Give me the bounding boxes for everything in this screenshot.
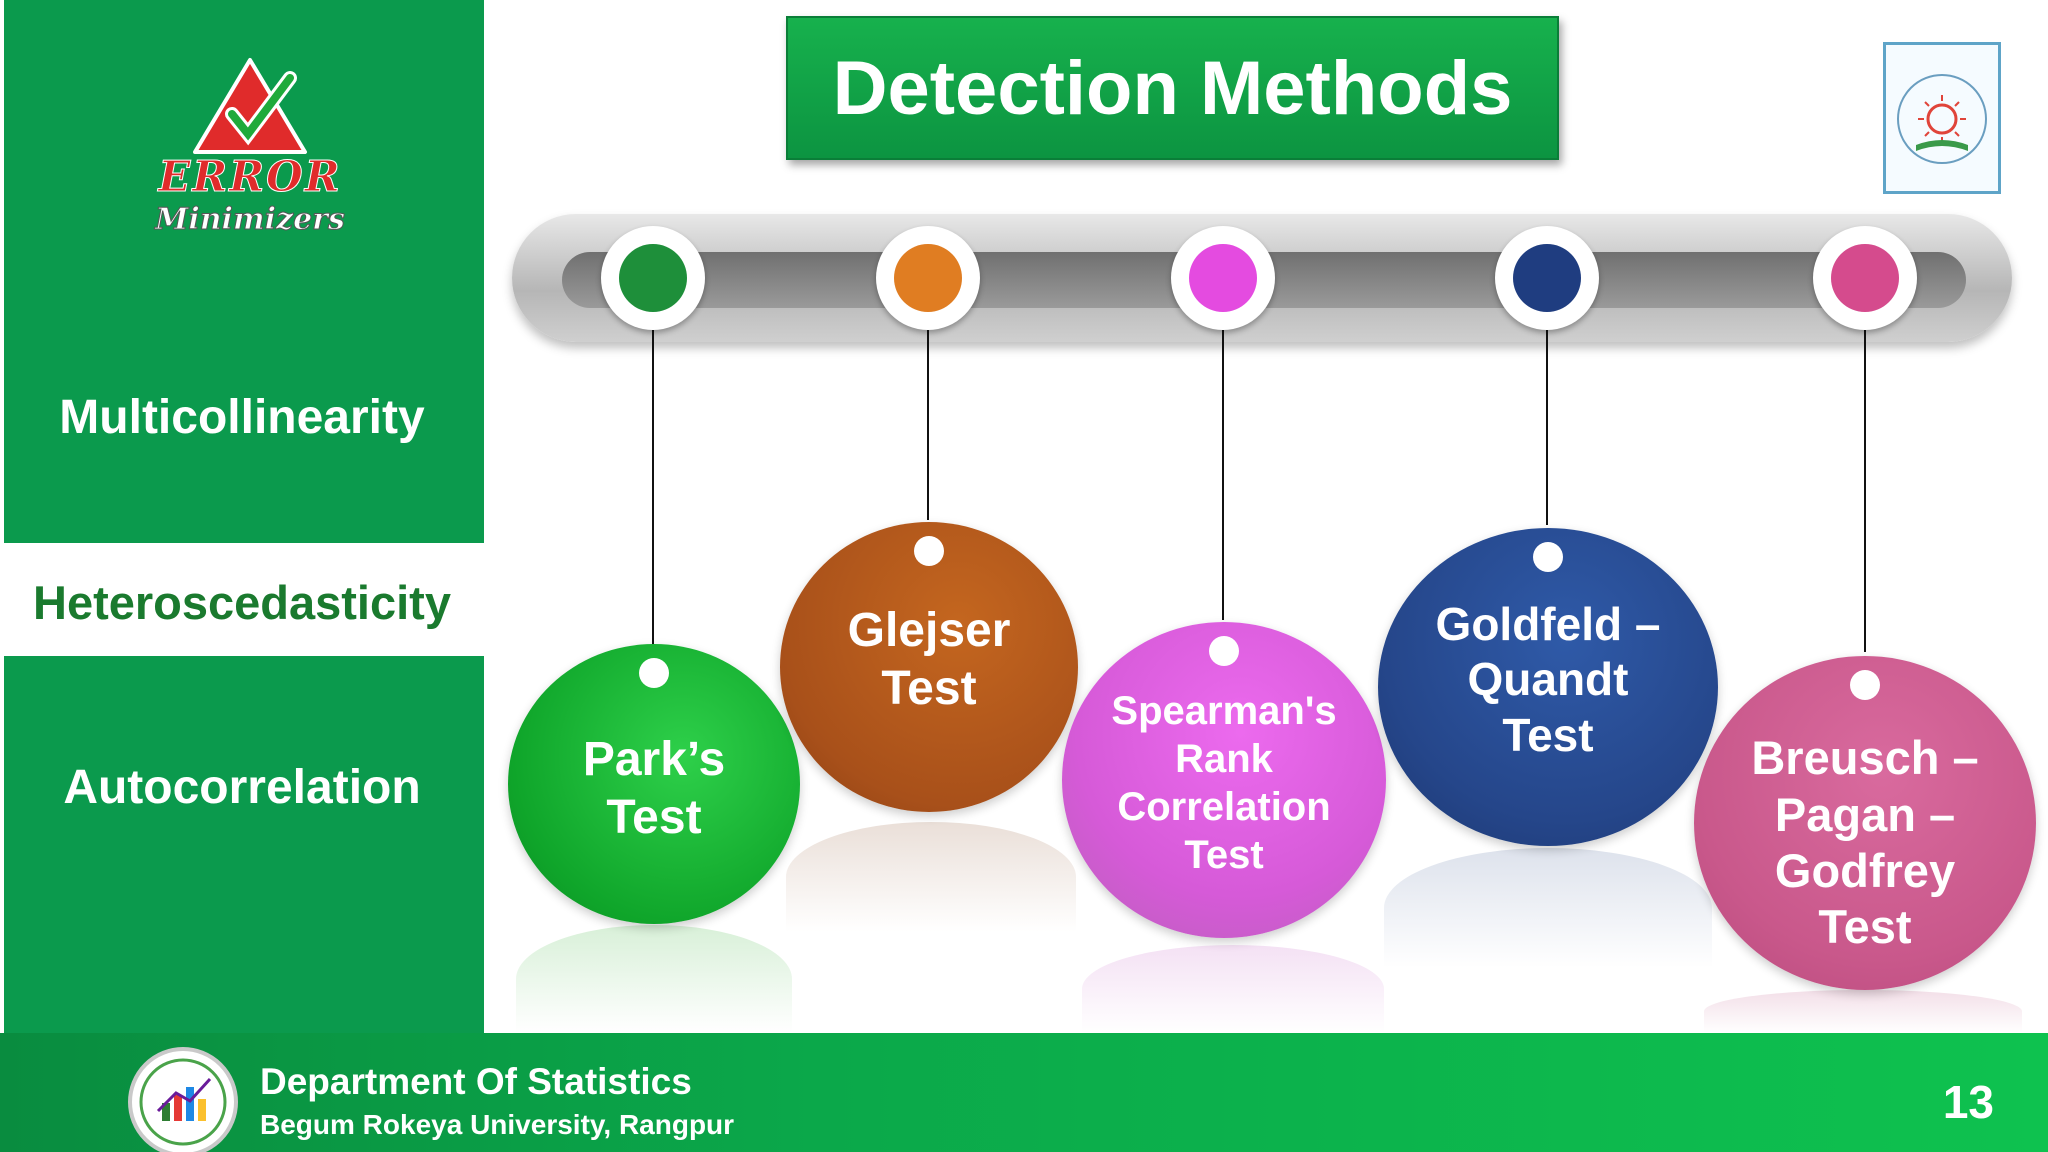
knob-dot-2 [894,244,962,312]
bubble-hole [639,658,669,688]
method-label: Spearman's Rank Correlation Test [1111,689,1337,877]
reflection-3 [1082,945,1384,1033]
bar-chart-emblem-icon [139,1058,227,1146]
sidebar-item-multicollinearity[interactable]: Multicollinearity [59,391,425,444]
knob-dot-4 [1513,244,1581,312]
bubble-hole [914,536,944,566]
bubble-hole [1209,636,1239,666]
department-logo [128,1047,238,1152]
method-label: Goldfeld – Quandt Test [1435,598,1661,761]
knob-dot-3 [1189,244,1257,312]
page-number: 13 [1942,1076,1994,1128]
footer-university: Begum Rokeya University, Rangpur [260,1109,735,1140]
footer-department: Department Of Statistics [260,1061,692,1102]
timeline-knob-5 [1813,226,1917,330]
method-bubble-breusch-pagan-godfrey-test[interactable]: Breusch – Pagan – Godfrey Test [1694,656,2036,990]
method-label: Breusch – Pagan – Godfrey Test [1751,731,1979,954]
reflection-1 [516,925,792,1033]
timeline-knob-3 [1171,226,1275,330]
knob-dot-5 [1831,244,1899,312]
method-bubble-spearmans-rank-test[interactable]: Spearman's Rank Correlation Test [1062,622,1386,938]
reflection-4 [1384,848,1712,968]
error-minimizers-logo: ERROR Minimizers [120,52,380,252]
method-label: Park’s Test [582,733,726,844]
method-bubble-goldfeld-quandt-test[interactable]: Goldfeld – Quandt Test [1378,528,1718,846]
knob-dot-1 [619,244,687,312]
timeline-knob-4 [1495,226,1599,330]
title-banner: Detection Methods [786,16,1559,160]
bubble-hole [1850,670,1880,700]
university-seal [1883,42,2001,194]
sidebar-item-autocorrelation[interactable]: Autocorrelation [63,761,421,814]
method-bubble-parks-test[interactable]: Park’s Test [508,644,800,924]
sidebar-bottom-panel [4,656,484,1033]
reflection-5 [1704,990,2022,1033]
timeline-knob-1 [601,226,705,330]
sidebar-item-heteroscedasticity[interactable]: Heteroscedasticity [33,576,451,629]
page-title: Detection Methods [832,45,1513,131]
timeline-knob-2 [876,226,980,330]
footer-bar: Department Of Statistics Begum Rokeya Un… [0,1033,2048,1152]
sidebar: ERROR Minimizers Multicollinearity Heter… [0,0,484,1033]
logo-line-2: Minimizers [155,202,346,238]
method-bubble-glejser-test[interactable]: Glejser Test [780,522,1078,812]
reflection-2 [786,822,1076,932]
logo-line-1: ERROR [158,152,342,202]
warning-triangle-icon [193,58,307,154]
method-label: Glejser Test [847,604,1011,715]
sidebar-active-panel [0,543,484,656]
sun-book-emblem-icon [1897,74,1987,164]
bubble-hole [1533,542,1563,572]
